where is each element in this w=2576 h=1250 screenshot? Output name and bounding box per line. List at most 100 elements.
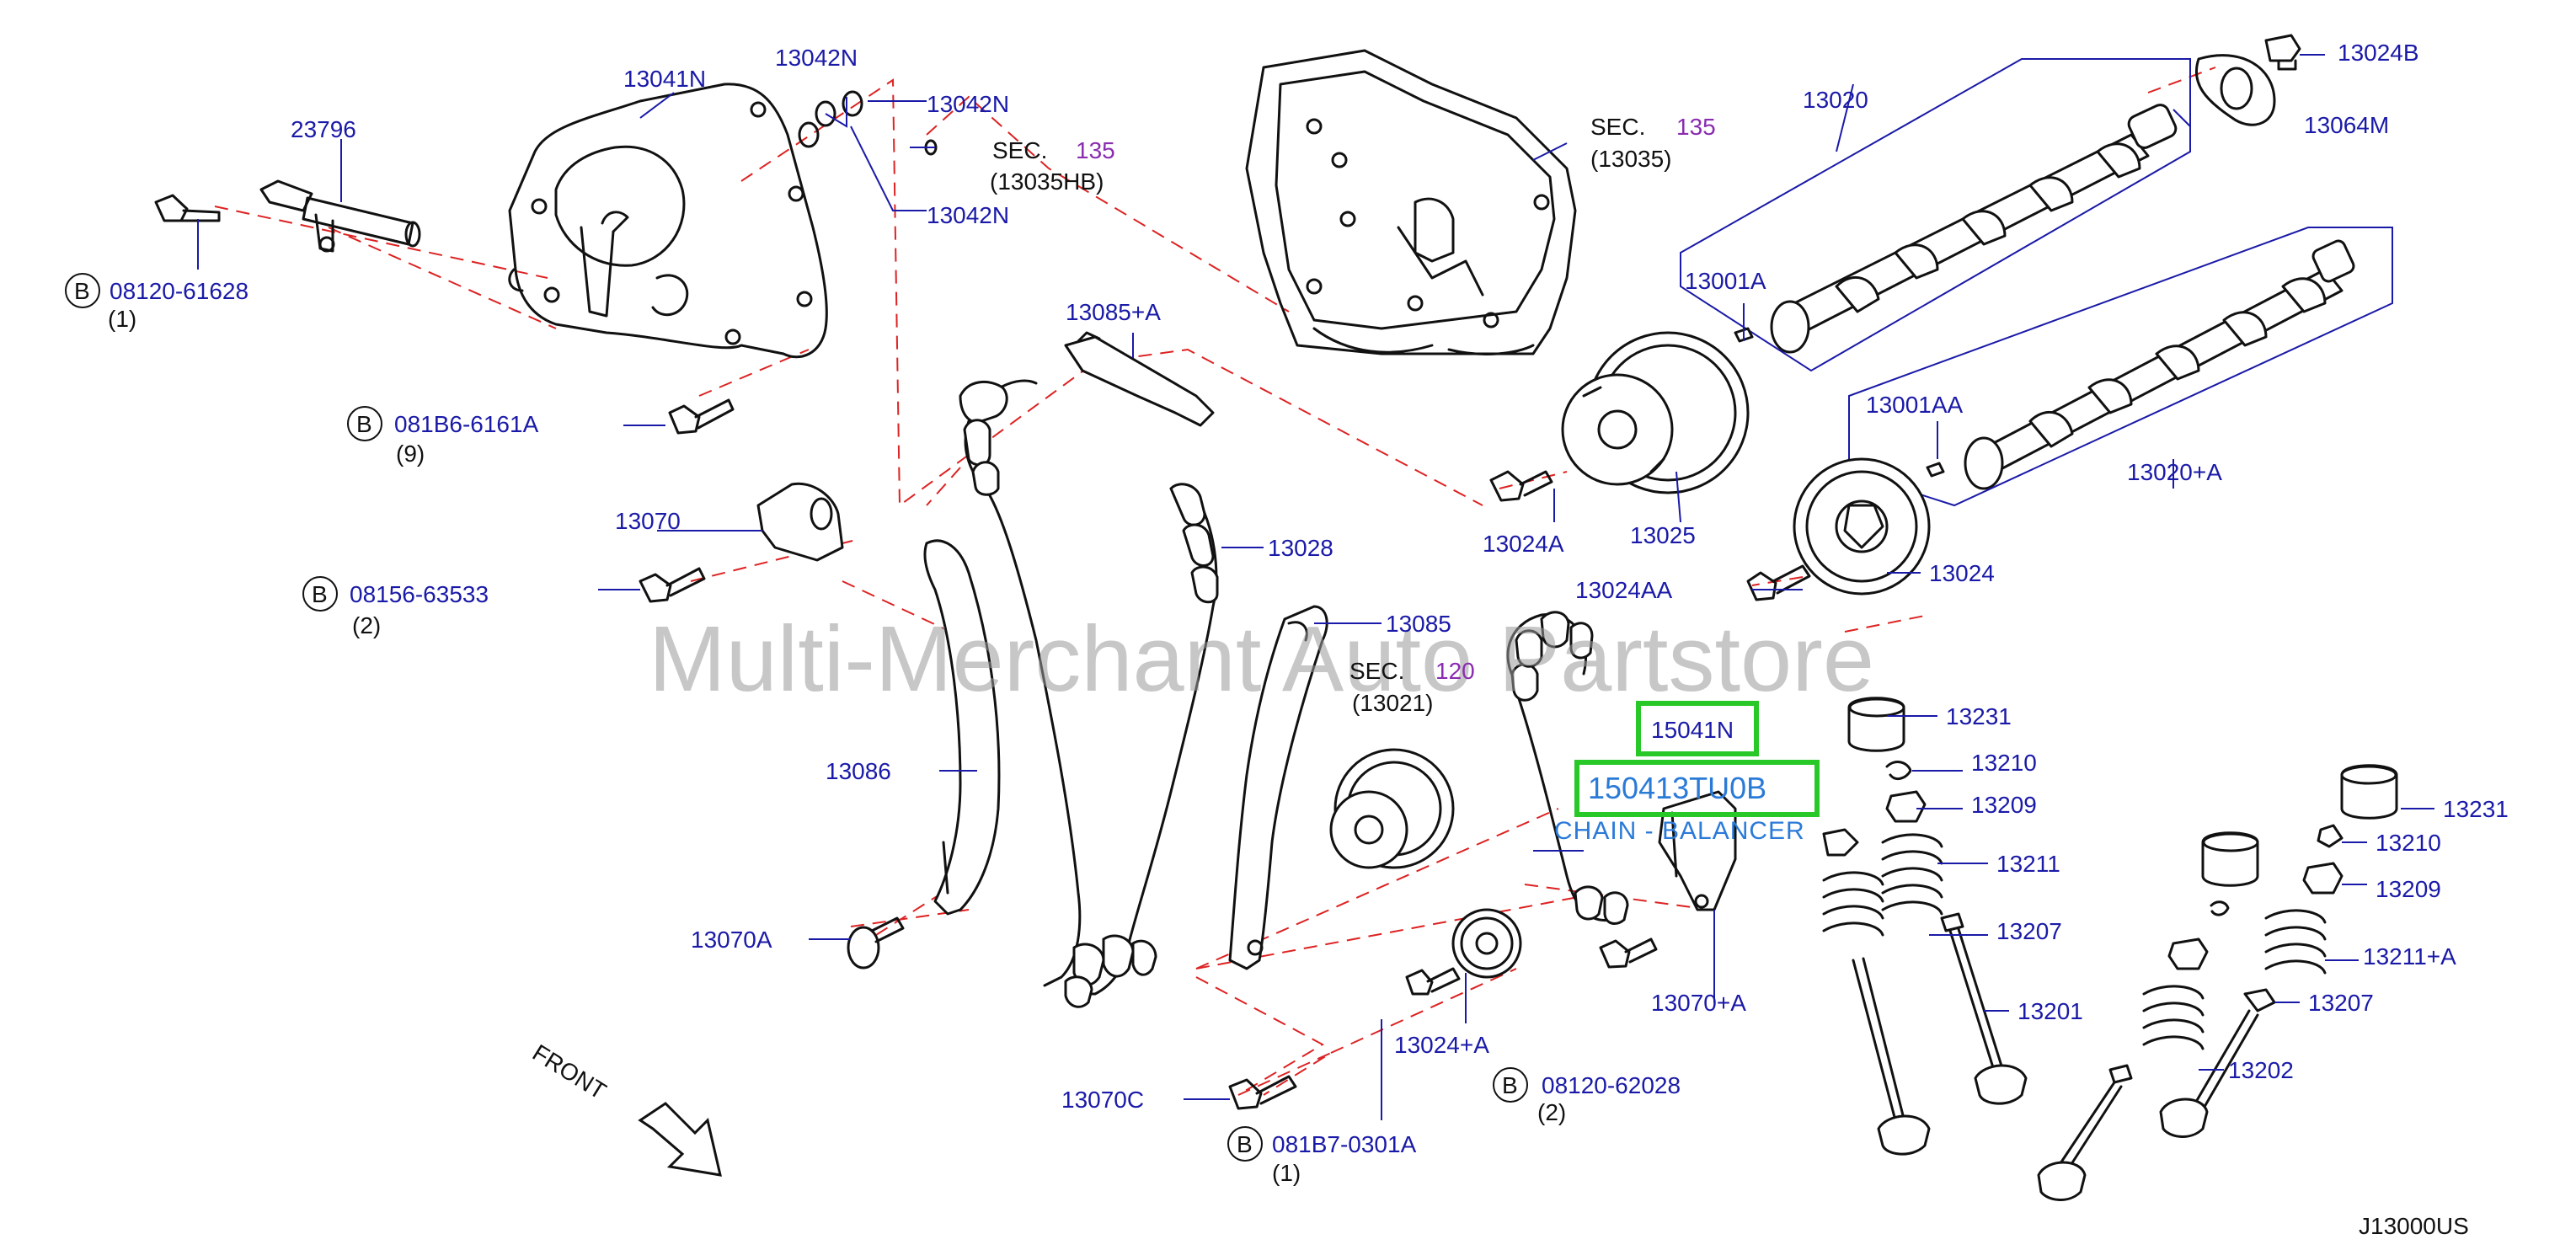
camshaft-boxes [1680,58,2393,507]
section-code: (13035HB) [990,168,1104,195]
part-labels: 23796 13041N 13042N 13042N 13042N 13085+… [291,40,2509,1113]
part-label[interactable]: 13209 [2376,876,2441,902]
part-label[interactable]: 13207 [2308,990,2374,1016]
bolt-code[interactable]: 081B6-6161A [394,411,539,437]
b-marker-letter: B [1502,1072,1518,1098]
section-prefix: SEC. [992,137,1047,163]
balancer-sprocket-13024a [1451,908,1522,979]
section-number[interactable]: 135 [1076,137,1115,163]
part-label[interactable]: 13001A [1685,268,1766,294]
plate-13064m [2194,54,2276,126]
section-ref-13021: SEC. 120 (13021) [1349,658,1475,716]
section-prefix: SEC. [1590,114,1645,140]
b-marker-icon [302,576,338,612]
bolt-13024a [1489,470,1553,502]
b-marker-letter: B [356,411,372,437]
bolt-code[interactable]: 08120-61628 [110,278,249,304]
bolt-13070a [847,916,905,970]
front-arrow-icon [638,1102,722,1177]
bolt-13024aa [1746,564,1811,601]
b-marker-letter: B [312,581,328,607]
valvetrain-group-2 [1822,828,1931,1156]
part-label[interactable]: 13231 [1946,703,2012,729]
balancer-tensioner-13070a [1658,790,1737,911]
part-label[interactable]: 13020 [1803,87,1868,113]
section-number[interactable]: 120 [1435,658,1475,684]
bolt-ref-08120-61628: B 08120-61628 (1) [65,273,249,332]
bolt-qty: (9) [396,441,425,467]
highlight-box-part [1636,701,1759,756]
part-label[interactable]: 13041N [623,66,706,92]
bolt-ref-081b6-6161a: B 081B6-6161A (9) [347,406,539,467]
bolt-081b6-6161a [668,398,735,435]
valvetrain-group-4 [2037,831,2259,1201]
part-label[interactable]: 13086 [826,758,891,784]
bolt-qty: (2) [1537,1099,1566,1125]
section-number[interactable]: 135 [1676,114,1716,140]
part-label[interactable]: 13085+A [1066,299,1161,325]
part-label[interactable]: 13231 [2443,796,2509,822]
part-label[interactable]: 13001AA [1866,392,1964,418]
b-marker-icon [1227,1126,1263,1162]
section-code: (13035) [1590,146,1672,172]
part-label[interactable]: 13024A [1483,531,1564,557]
part-label[interactable]: 13024AA [1575,577,1673,603]
front-cover-13041n [508,83,828,359]
bolt-code[interactable]: 081B7-0301A [1272,1131,1417,1157]
part-label[interactable]: 13028 [1268,535,1333,561]
cam-sprocket-13025 [1561,331,1750,494]
part-label[interactable]: 13020+A [2127,459,2222,485]
crank-sprocket-13021 [1329,748,1455,869]
bolt-code[interactable]: 08156-63533 [350,581,489,607]
camshaft-13020 [1770,104,2178,354]
section-prefix: SEC. [1349,658,1404,684]
part-label[interactable]: 13202 [2228,1057,2294,1083]
b-marker-icon [65,273,100,308]
seal-13042n-group [798,90,938,156]
part-label[interactable]: 13211 [1996,851,2060,877]
chain-guide-13085 [1228,605,1328,970]
cylinder-head-13035 [1245,49,1577,355]
front-indicator: FRONT [528,1039,722,1177]
solenoid-23796 [259,179,421,253]
b-marker-icon [347,406,382,441]
highlighted-part: 15041N 150413TU0B CHAIN - BALANCER [1554,701,1820,845]
highlight-box-replacement [1574,760,1820,817]
camshaft-13020a [1964,239,2355,490]
bolt-code[interactable]: 08120-62028 [1542,1072,1681,1098]
part-label[interactable]: 13070C [1061,1087,1144,1113]
chain-tensioner-13070 [756,482,844,562]
part-label[interactable]: 13024+A [1394,1032,1489,1058]
part-label[interactable]: 23796 [291,116,356,142]
part-label[interactable]: 13042N [775,45,858,71]
leader-lines [197,54,2434,1120]
part-label[interactable]: 13070 [615,508,681,534]
part-label[interactable]: 13207 [1996,918,2062,944]
part-label[interactable]: 13070A [691,927,772,953]
part-label[interactable]: 13211+A [2363,943,2456,970]
part-label[interactable]: 13025 [1630,522,1696,548]
balancer-chain-15041n [1506,611,1629,925]
bolt-qty: (1) [108,306,136,332]
part-label[interactable]: 13024B [2338,40,2419,66]
highlight-replacement-number[interactable]: 150413TU0B [1588,771,1766,805]
b-marker-icon [1493,1067,1528,1103]
bolt-ref-081b7-0301a: B 081B7-0301A (1) [1227,1126,1417,1186]
part-label[interactable]: 13064M [2304,112,2389,138]
bolt-13024b [2264,34,2301,71]
bolt-ref-08120-62028: B 08120-62028 (2) [1493,1067,1681,1125]
part-label[interactable]: 13210 [1971,750,2037,776]
part-label[interactable]: 13042N [927,202,1009,228]
part-label[interactable]: 13210 [2376,830,2441,856]
valvetrain-group-1 [1847,697,2028,1105]
part-label[interactable]: 13042N [927,91,1009,117]
part-label[interactable]: 13024 [1929,560,1995,586]
part-label[interactable]: 13070+A [1651,990,1746,1016]
part-label[interactable]: 13209 [1971,792,2037,818]
cam-sprocket-13024 [1793,457,1931,596]
part-label[interactable]: 13201 [2018,998,2083,1024]
part-label[interactable]: 13085 [1386,611,1451,637]
b-marker-letter: B [74,278,90,304]
highlight-part-number[interactable]: 15041N [1651,717,1734,743]
